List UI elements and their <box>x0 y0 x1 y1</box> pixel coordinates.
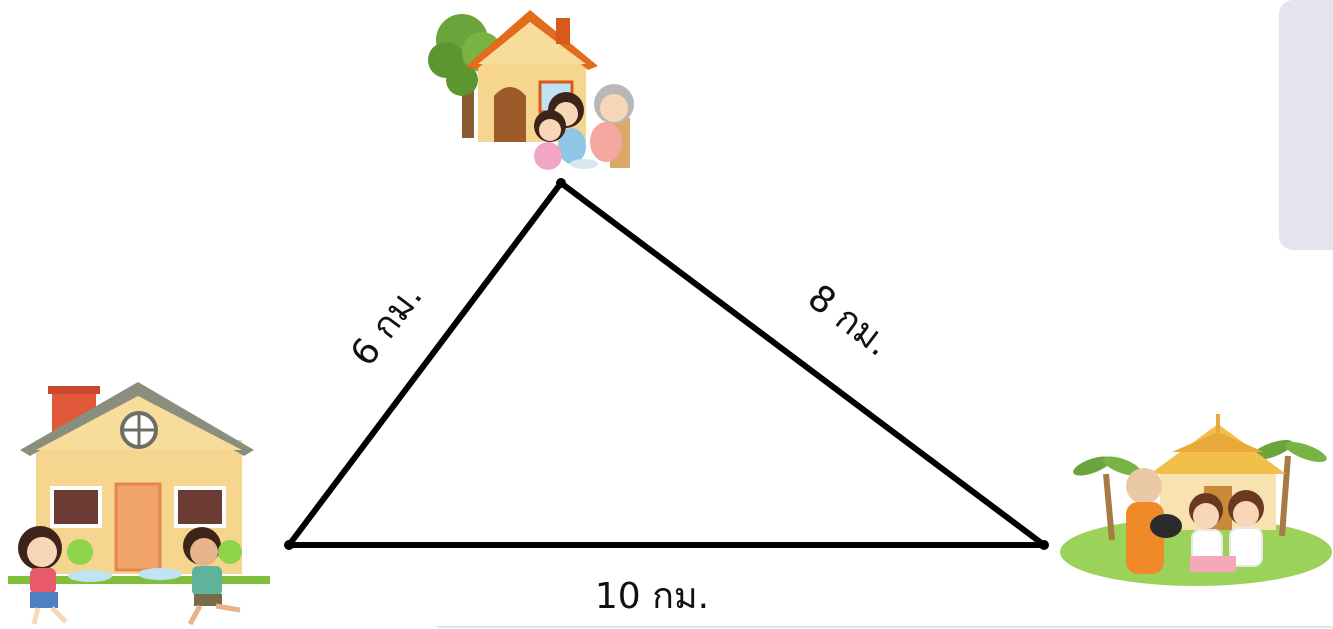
palm-icon <box>1073 440 1327 541</box>
children-icon <box>18 526 242 626</box>
left-edge-label: 6 กม. <box>343 276 431 374</box>
vertex-left <box>284 540 294 550</box>
side-panel <box>1279 0 1333 250</box>
distance-triangle <box>284 178 1049 550</box>
right-edge <box>558 180 1047 548</box>
right-edge-label: 8 กม. <box>800 277 898 365</box>
children-icon <box>1189 490 1264 572</box>
bottom-rule <box>437 626 1333 628</box>
monk-icon <box>1126 468 1182 574</box>
family-icon <box>534 84 634 170</box>
left-house-scene <box>8 382 270 626</box>
top-house-scene <box>428 10 634 170</box>
vertex-top <box>556 178 566 188</box>
temple-scene <box>1060 414 1332 586</box>
bottom-edge-label: 10 กม. <box>595 576 709 617</box>
vertex-right <box>1039 540 1049 550</box>
left-edge <box>286 180 564 548</box>
